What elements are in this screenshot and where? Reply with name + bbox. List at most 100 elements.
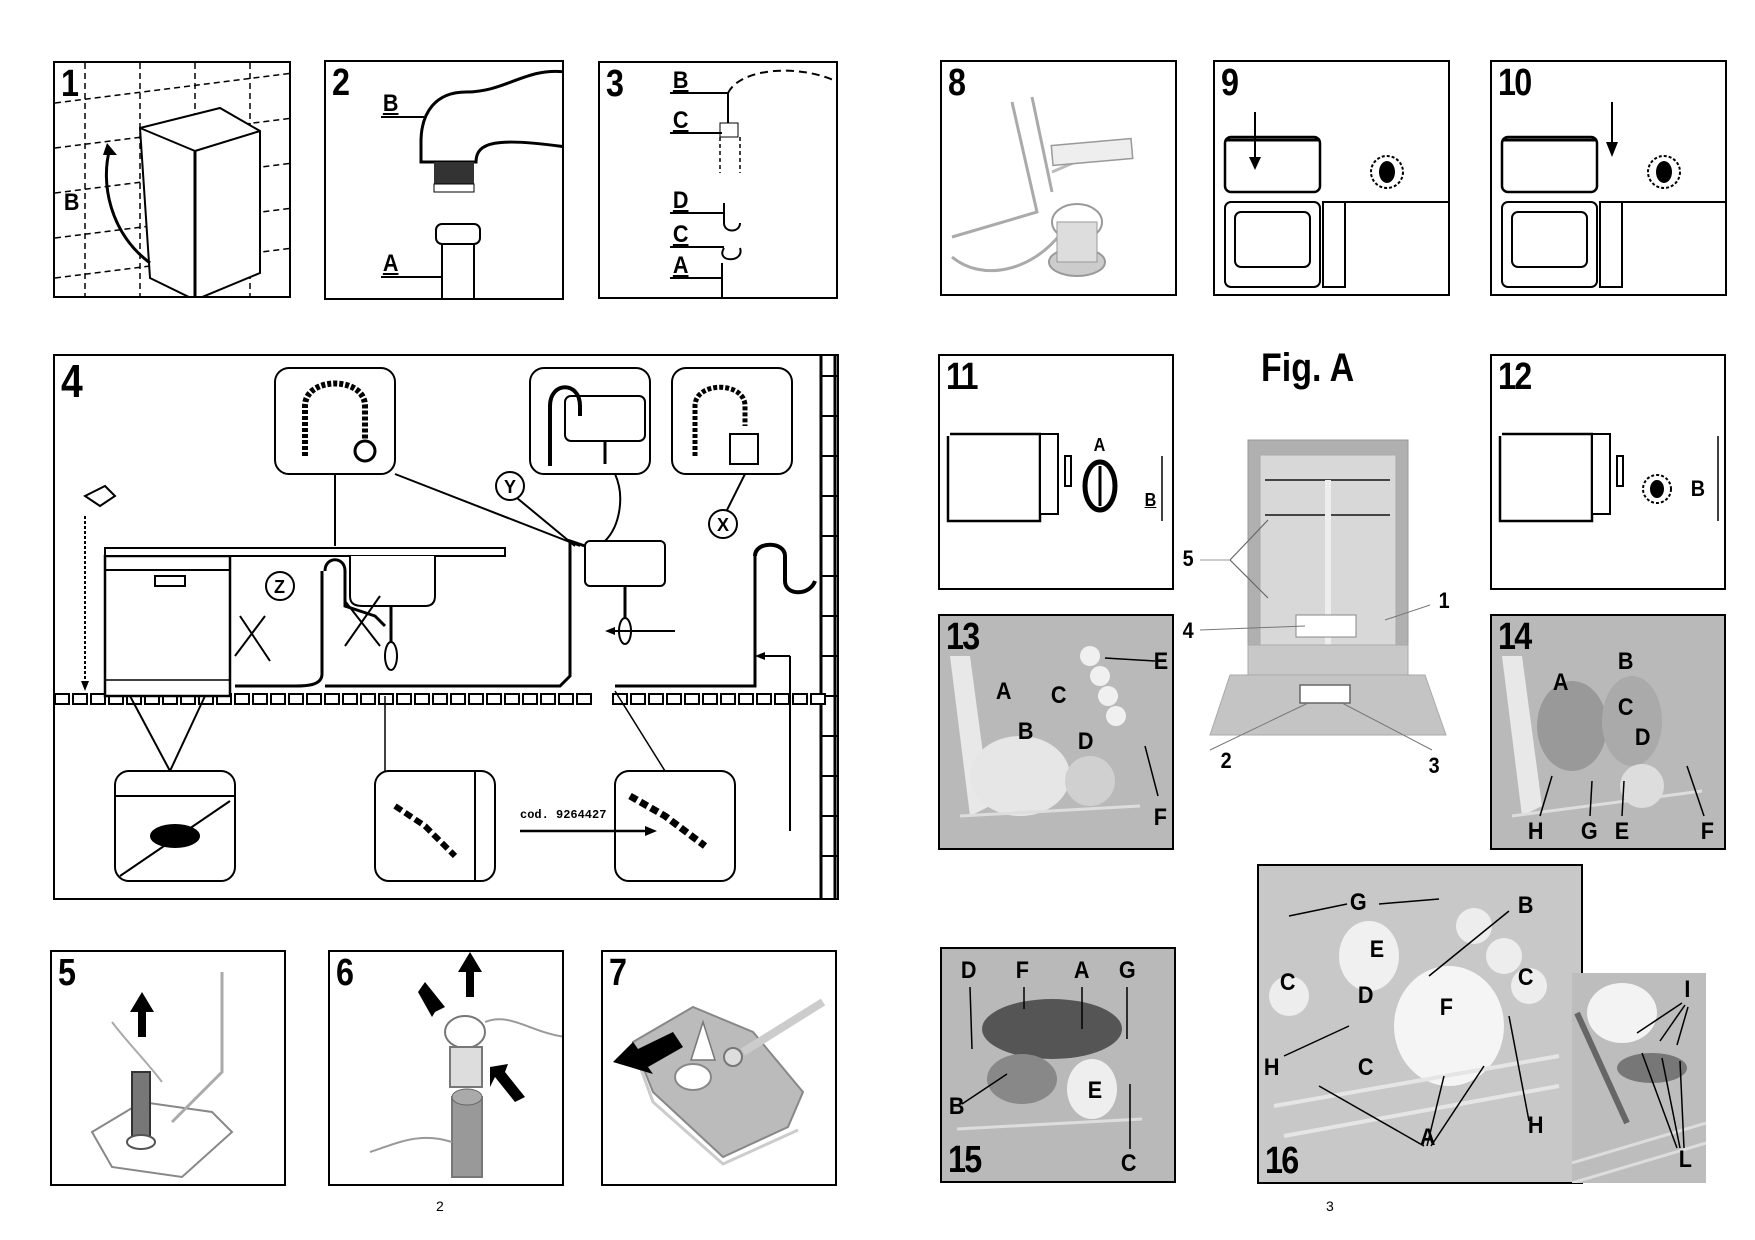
callout-label: B xyxy=(948,1093,965,1120)
callout-label: H xyxy=(1527,818,1544,845)
panel-14: 14 A B C D H G E F xyxy=(1490,614,1726,850)
callout-label: G xyxy=(1118,957,1136,984)
floor-tile xyxy=(432,693,448,705)
floor-tile xyxy=(504,693,520,705)
callout-label: C xyxy=(1357,1054,1374,1081)
floor-tile xyxy=(522,693,538,705)
callout-label: D xyxy=(1077,728,1094,755)
callout-label: B xyxy=(1517,892,1534,919)
callout-label: F xyxy=(1700,818,1714,845)
panel-5: 5 xyxy=(50,950,286,1186)
callout-label: F xyxy=(1015,957,1029,984)
floor-tile xyxy=(540,693,556,705)
floor-tile xyxy=(288,693,304,705)
lower-rack-photo xyxy=(1502,656,1705,818)
callout-label: L xyxy=(1678,1146,1692,1173)
floor-tile xyxy=(252,693,268,705)
tap-and-hose-connector-illustration xyxy=(381,69,562,298)
floor-tile xyxy=(450,693,466,705)
floor-tile xyxy=(324,693,340,705)
floor-tile xyxy=(666,693,682,705)
floor-tile xyxy=(756,693,772,705)
rinse-aid-regulator-illustration xyxy=(946,432,1163,523)
floor-tile xyxy=(234,693,250,705)
water-hardness-regulator-illustration xyxy=(1498,432,1719,523)
panel-number: 10 xyxy=(1498,62,1532,104)
callout-label: G xyxy=(1349,889,1367,916)
part-code-label: cod. 9264427 xyxy=(520,808,607,822)
callout-label: A xyxy=(672,252,689,279)
callout-label: C xyxy=(1050,682,1067,709)
callout-label: A xyxy=(995,678,1012,705)
filter-removal-illustration xyxy=(90,972,234,1179)
open-dishwasher-illustration xyxy=(1200,439,1447,751)
panel-3: 3 B C D C A xyxy=(598,61,838,299)
figure-callout: 2 xyxy=(1220,748,1232,773)
callout-label: A xyxy=(382,250,399,277)
callout-label: A xyxy=(1552,669,1569,696)
callout-label: B xyxy=(672,67,689,94)
callout-label: H xyxy=(1527,1112,1544,1139)
floor-tile xyxy=(810,693,826,705)
callout-label: G xyxy=(1580,818,1598,845)
callout-label: B xyxy=(1017,718,1034,745)
panel-number: 3 xyxy=(606,63,624,105)
callout-label: C xyxy=(1279,969,1296,996)
panel-9: 9 xyxy=(1213,60,1450,296)
panel-15: 15 D F A G B E C xyxy=(940,947,1176,1183)
panel-number: 14 xyxy=(1498,616,1532,658)
callout-label: A xyxy=(1073,957,1090,984)
panel-number: 1 xyxy=(61,63,79,105)
panel-number: 6 xyxy=(336,952,354,994)
figure-callout: 5 xyxy=(1182,546,1194,571)
floor-tile xyxy=(306,693,322,705)
panel-number: 15 xyxy=(948,1139,982,1181)
panel-4: Z Y X xyxy=(53,354,839,900)
dishwasher-tiled-wall-illustration xyxy=(55,63,289,296)
detergent-dispenser-illustration xyxy=(1223,112,1448,288)
panel-16-inset: I L xyxy=(1572,973,1706,1183)
marker-y: Y xyxy=(504,477,516,497)
floor-tile xyxy=(720,693,736,705)
floor-tile xyxy=(558,693,574,705)
lower-rack-pans-photo xyxy=(956,986,1143,1149)
dishwasher-figure: 5 4 1 2 3 xyxy=(1183,420,1470,780)
callout-label: C xyxy=(1617,694,1634,721)
floor-tile xyxy=(630,693,646,705)
rinse-aid-dispenser-illustration xyxy=(1500,102,1725,288)
callout-label: F xyxy=(1153,804,1167,831)
callout-label: E xyxy=(1614,818,1630,845)
floor-tile xyxy=(648,693,664,705)
page-number: 3 xyxy=(1326,1198,1334,1214)
callout-label: B xyxy=(1144,490,1157,510)
hose-connection-parts-illustration xyxy=(670,69,836,297)
marker-z: Z xyxy=(274,577,285,597)
panel-16: 16 G B E C D F C H C A H xyxy=(1257,864,1583,1184)
panel-number: 13 xyxy=(946,616,980,658)
callout-label: B xyxy=(63,189,80,216)
panel-number: 8 xyxy=(948,62,966,104)
callout-label: C xyxy=(672,221,689,248)
floor-tile xyxy=(792,693,808,705)
panel-number: 5 xyxy=(58,952,76,994)
floor-tile xyxy=(90,693,106,705)
panel-number: 11 xyxy=(946,356,978,398)
callout-label: F xyxy=(1439,994,1453,1021)
floor-tile xyxy=(378,693,394,705)
filter-plate-removal-illustration xyxy=(613,998,826,1166)
figure-title: Fig. A xyxy=(1261,346,1355,390)
panel-13: 13 A C B D E F xyxy=(938,614,1174,850)
floor-tile xyxy=(270,693,286,705)
callout-label: D xyxy=(960,957,977,984)
callout-label: D xyxy=(1634,724,1651,751)
floor-tile xyxy=(738,693,754,705)
callout-label: H xyxy=(1263,1054,1280,1081)
callout-label: D xyxy=(672,187,689,214)
figure-callout: 1 xyxy=(1438,588,1450,613)
callout-label: B xyxy=(1617,648,1634,675)
floor-tile xyxy=(468,693,484,705)
figure-callout: 4 xyxy=(1182,618,1194,643)
callout-label: C xyxy=(1120,1150,1137,1177)
floor-tile xyxy=(414,693,430,705)
panel-1: 1 B xyxy=(53,61,291,298)
